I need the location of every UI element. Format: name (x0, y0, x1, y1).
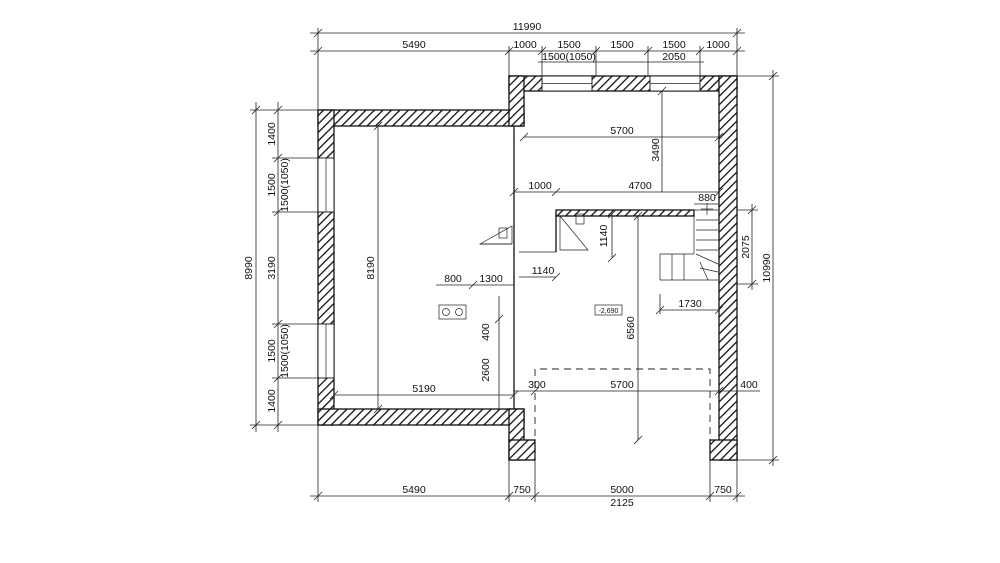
dim-bottom-4: 750 (714, 484, 732, 496)
section-marker-right (559, 215, 589, 251)
dim-top-sub-2: 2050 (662, 51, 686, 63)
dim-inner-300: 300 (528, 379, 546, 391)
dim-left-6: 1500(1050) (279, 324, 291, 378)
dim-inner-1140-h: 1140 (532, 265, 555, 277)
dim-overall-top: 11990 (513, 21, 542, 33)
dim-inner-5700-top: 5700 (610, 125, 634, 137)
wall-right-block-right (718, 75, 738, 461)
level-mark: -2,690 (599, 308, 619, 315)
dim-left-1: 1400 (266, 122, 278, 146)
dim-bottom-2: 750 (513, 484, 531, 496)
wall-left-block-bottom (317, 408, 525, 426)
wall-left-block-top (317, 109, 525, 127)
wall-right-block-left-upper (508, 75, 525, 127)
dim-inner-880: 880 (698, 192, 716, 204)
dim-inner-5190: 5190 (412, 383, 436, 395)
dim-inner-2600: 2600 (480, 358, 492, 382)
dim-left-3: 1500(1050) (279, 158, 291, 212)
dim-inner-5700-bottom: 5700 (610, 379, 634, 391)
windows (317, 75, 701, 379)
dim-top-3: 1500 (557, 39, 581, 51)
dim-bottom-total: 2125 (610, 497, 634, 509)
dim-inner-800: 800 (444, 273, 462, 285)
dim-top-6: 1000 (706, 39, 730, 51)
dim-left-total: 8990 (243, 256, 255, 280)
dim-bottom-3: 5000 (610, 484, 634, 496)
dim-inner-400-h: 400 (740, 379, 758, 391)
dim-inner-1140-v: 1140 (598, 225, 610, 248)
dim-left-2: 1500 (266, 173, 278, 197)
dim-right-total: 10990 (761, 253, 773, 282)
dim-left-4: 3190 (266, 256, 278, 280)
dim-inner-3490: 3490 (650, 138, 662, 162)
staircase (659, 203, 719, 281)
dimension-labels: 11990 5490 1000 1500 1500 1500 1000 1500… (243, 21, 773, 509)
interior-wall-hatch (555, 209, 695, 217)
level-mark-box (594, 304, 623, 316)
dim-inner-4700: 4700 (628, 180, 652, 192)
wall-garage-left-post (508, 439, 536, 461)
dim-inner-400-v: 400 (480, 323, 492, 341)
double-outlet-symbol (438, 304, 467, 320)
dim-top-2: 1000 (513, 39, 537, 51)
wall-garage-right-post (709, 439, 738, 461)
fixtures: -2,690 (438, 213, 623, 320)
dim-top-1: 5490 (402, 39, 426, 51)
dim-inner-6560: 6560 (625, 316, 637, 340)
dim-left-5: 1500 (266, 339, 278, 363)
dim-right-1: 2075 (740, 235, 752, 259)
dim-left-7: 1400 (266, 389, 278, 413)
internal-dimension-lines (329, 86, 760, 445)
dim-top-4: 1500 (610, 39, 634, 51)
dim-inner-1300: 1300 (479, 273, 503, 285)
dimension-lines (250, 28, 779, 502)
dim-bottom-1: 5490 (402, 484, 426, 496)
dim-inner-1000: 1000 (528, 180, 552, 192)
dim-top-sub-1: 1500(1050) (542, 51, 596, 63)
dim-inner-8190: 8190 (365, 256, 377, 280)
dim-inner-1730: 1730 (678, 298, 702, 310)
interior-wall (555, 213, 694, 252)
dim-top-5: 1500 (662, 39, 686, 51)
